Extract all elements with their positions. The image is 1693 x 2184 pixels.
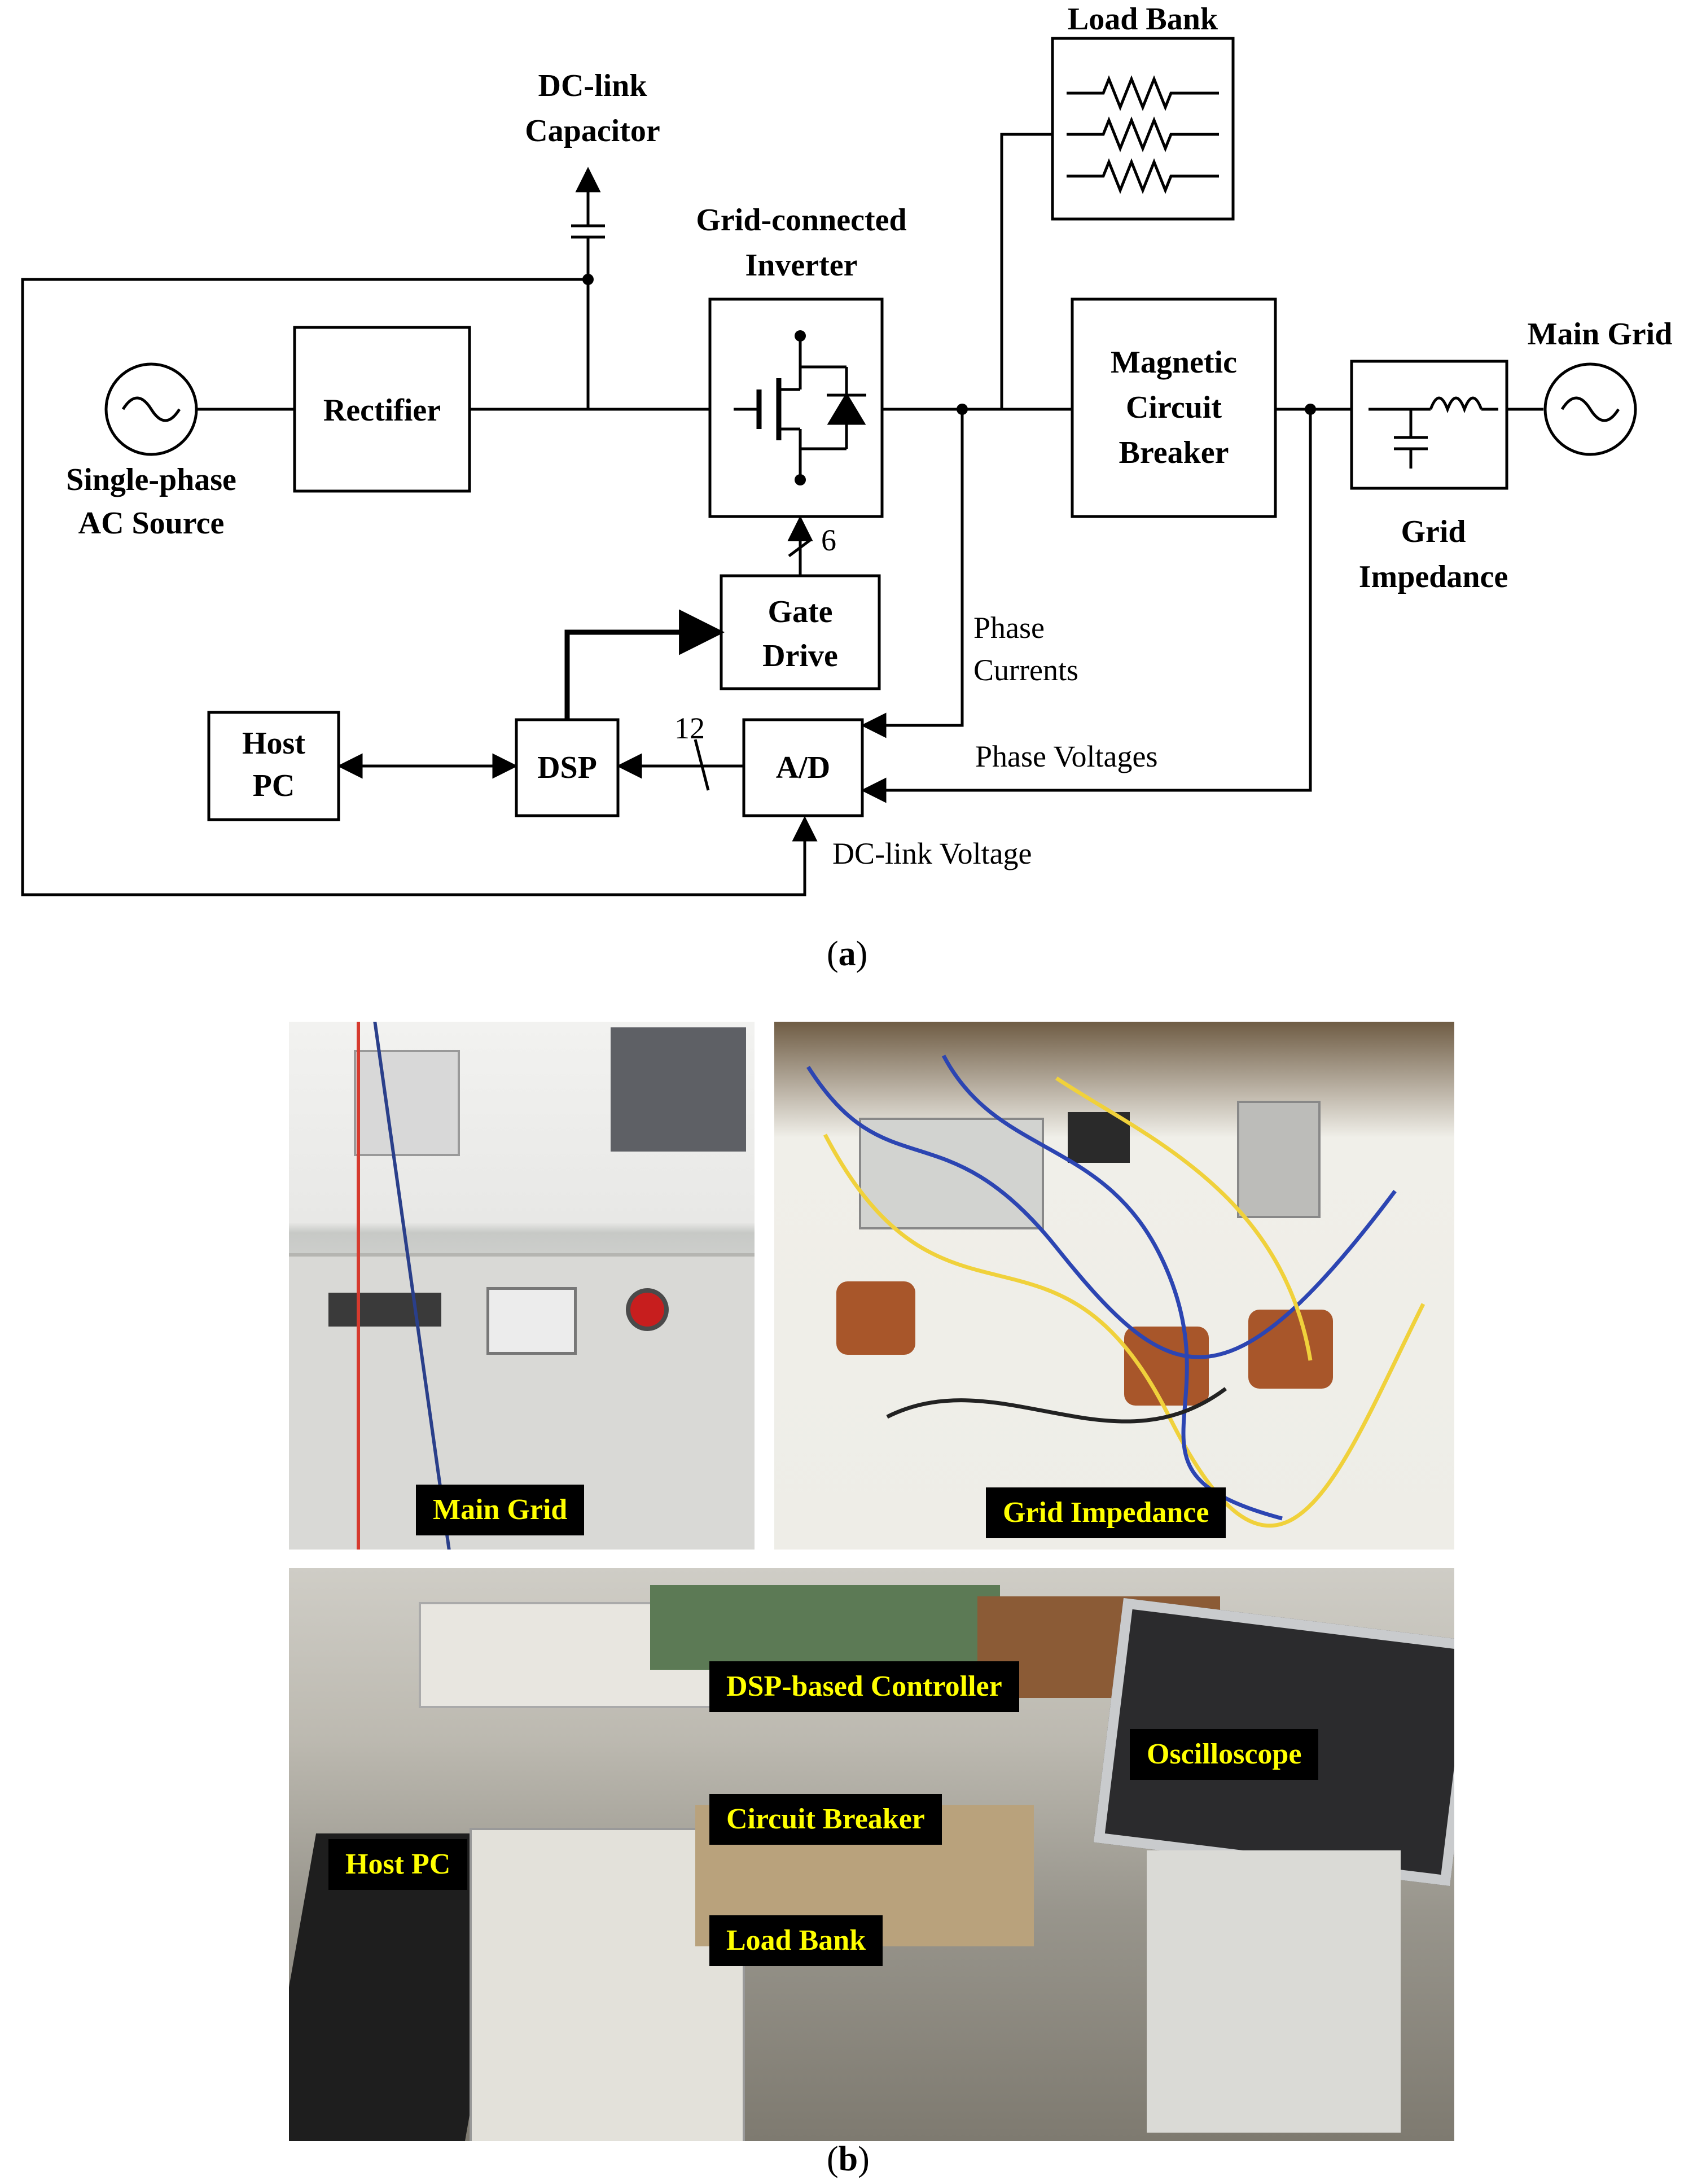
breaker-label-1: Magnetic bbox=[1111, 345, 1237, 380]
host-pc-tag: Host PC bbox=[328, 1839, 468, 1890]
grid-impedance-label-2: Impedance bbox=[1359, 559, 1508, 594]
dc-link-capacitor-label-2: Capacitor bbox=[525, 113, 660, 148]
dc-link-voltage-label: DC-link Voltage bbox=[832, 837, 1032, 870]
main-grid-symbol bbox=[1543, 362, 1637, 456]
host-pc-label-2: PC bbox=[253, 768, 295, 803]
load-bank-block bbox=[1051, 37, 1235, 221]
grid-impedance-label-1: Grid bbox=[1401, 514, 1466, 549]
inverter-label-2: Inverter bbox=[745, 248, 857, 283]
bus-width-6: 6 bbox=[821, 523, 836, 557]
dsp-label: DSP bbox=[537, 750, 597, 785]
grid-impedance-block bbox=[1350, 360, 1508, 490]
breaker-label-3: Breaker bbox=[1119, 435, 1229, 470]
grid-impedance-photo: Grid Impedance bbox=[774, 1022, 1454, 1550]
dsp-controller-tag: DSP-based Controller bbox=[709, 1661, 1019, 1712]
main-grid-photo: Main Grid bbox=[289, 1022, 755, 1550]
inverter-label-1: Grid-connected bbox=[696, 203, 906, 238]
circuit-breaker-tag: Circuit Breaker bbox=[709, 1794, 942, 1845]
phase-currents-label-1: Phase bbox=[973, 611, 1045, 645]
grid-impedance-tag: Grid Impedance bbox=[986, 1487, 1226, 1538]
phase-currents-label-2: Currents bbox=[973, 653, 1078, 687]
ad-block bbox=[742, 718, 864, 817]
gate-drive-label-2: Drive bbox=[762, 638, 838, 673]
dc-link-capacitor-label-1: DC-link bbox=[538, 68, 648, 103]
gate-drive-label-1: Gate bbox=[767, 594, 832, 629]
host-pc-label-1: Host bbox=[242, 726, 305, 761]
ac-source-label-1: Single-phase bbox=[66, 462, 236, 497]
oscilloscope-tag: Oscilloscope bbox=[1130, 1729, 1319, 1780]
wiring-illustration bbox=[806, 1054, 1426, 1528]
caption-a: (a) bbox=[827, 935, 868, 973]
load-bank-label: Load Bank bbox=[1068, 2, 1218, 37]
system-schematic: Rectifier Grid-connected Inverter Magnet… bbox=[21, 2, 1673, 896]
load-bank-tag: Load Bank bbox=[709, 1915, 883, 1966]
bus-width-12: 12 bbox=[674, 711, 705, 745]
rectifier-label: Rectifier bbox=[323, 393, 441, 428]
ad-label: A/D bbox=[776, 750, 830, 785]
phase-voltages-label: Phase Voltages bbox=[975, 739, 1158, 773]
test-bench-photo: DSP-based Controller Oscilloscope Circui… bbox=[289, 1568, 1454, 2141]
main-grid-tag: Main Grid bbox=[416, 1485, 585, 1535]
main-grid-label: Main Grid bbox=[1528, 317, 1673, 352]
ac-source-label-2: AC Source bbox=[78, 506, 225, 541]
breaker-label-2: Circuit bbox=[1126, 390, 1222, 425]
caption-b: (b) bbox=[827, 2140, 870, 2178]
